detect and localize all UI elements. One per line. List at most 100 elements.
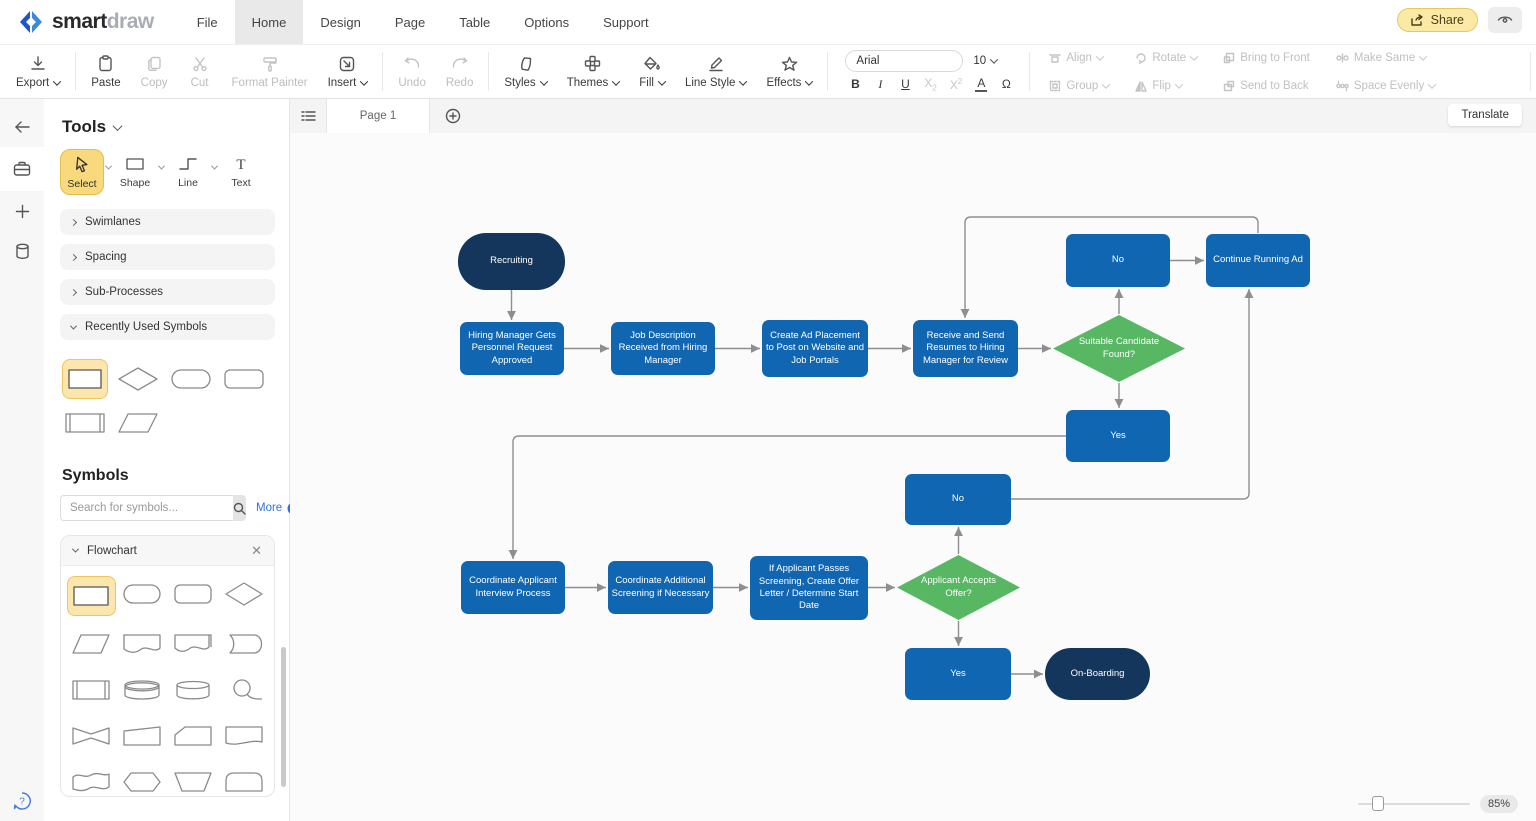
node-coordinate-screening[interactable]: Coordinate Additional Screening if Neces… (608, 561, 713, 614)
palette-collapse-chevron[interactable] (71, 545, 80, 553)
palette-close-icon[interactable]: ✕ (251, 542, 262, 558)
palette-predefined-process[interactable] (67, 672, 116, 708)
paste-button[interactable]: Paste (81, 45, 130, 98)
palette-flag[interactable] (67, 764, 116, 796)
font-family-input[interactable] (845, 50, 964, 73)
palette-preparation[interactable] (118, 764, 167, 796)
send-to-back-button[interactable]: Send to Back (1223, 73, 1310, 98)
redo-button[interactable]: Redo (436, 45, 484, 98)
menu-home[interactable]: Home (234, 0, 304, 44)
menu-design[interactable]: Design (320, 14, 361, 30)
palette-card[interactable] (169, 718, 218, 754)
themes-button[interactable]: Themes (557, 45, 630, 98)
translate-button[interactable]: Translate (1448, 104, 1522, 126)
menu-table[interactable]: Table (459, 14, 491, 30)
palette-manual-operation[interactable] (118, 718, 167, 754)
menu-options[interactable]: Options (524, 14, 570, 30)
format-painter-button[interactable]: Format Painter (222, 45, 318, 98)
node-job-description[interactable]: Job Description Received from Hiring Man… (611, 322, 715, 375)
palette-diamond[interactable] (219, 576, 268, 612)
bold-button[interactable]: B (851, 77, 860, 92)
export-button[interactable]: Export (6, 45, 70, 98)
symbol-terminator[interactable] (168, 359, 214, 399)
rotate-button[interactable]: Rotate (1135, 45, 1199, 70)
text-tool[interactable]: T Text (231, 157, 251, 189)
node-create-ad[interactable]: Create Ad Placement to Post on Website a… (762, 320, 868, 377)
node-receive-resumes[interactable]: Receive and Send Resumes to Hiring Manag… (913, 320, 1018, 377)
zoom-slider[interactable] (1357, 796, 1470, 811)
node-applicant-accepts-offer[interactable] (897, 555, 1020, 620)
subscript-button[interactable]: X2 (924, 76, 937, 93)
zoom-slider-handle[interactable] (1371, 796, 1384, 811)
insert-button[interactable]: Insert (318, 45, 378, 98)
page-tab[interactable]: Page 1 (326, 99, 430, 133)
line-style-button[interactable]: Line Style (675, 45, 757, 98)
font-size-select[interactable]: 10 (969, 55, 1001, 67)
panel-scrollbar[interactable] (281, 647, 286, 787)
node-coordinate-interview[interactable]: Coordinate Applicant Interview Process (461, 561, 565, 614)
palette-collate[interactable] (67, 718, 116, 754)
undo-button[interactable]: Undo (388, 45, 436, 98)
fill-button[interactable]: Fill (629, 45, 675, 98)
palette-punched-card[interactable] (219, 718, 268, 754)
node-continue-running-ad[interactable]: Continue Running Ad (1206, 234, 1310, 287)
node-yes-lower[interactable]: Yes (905, 648, 1011, 700)
collapse-panel-button[interactable] (0, 107, 44, 147)
symbol-predefined-process[interactable] (62, 403, 108, 443)
underline-button[interactable]: U (901, 77, 910, 92)
font-color-button[interactable]: A (975, 75, 988, 92)
palette-parallelogram[interactable] (67, 626, 116, 662)
node-no-upper[interactable]: No (1066, 234, 1170, 287)
menu-support[interactable]: Support (603, 14, 649, 30)
symbol-rectangle[interactable] (62, 359, 108, 399)
data-rail-button[interactable] (0, 231, 44, 271)
share-button[interactable]: Share (1396, 8, 1478, 32)
palette-document[interactable] (118, 626, 167, 662)
node-recruiting[interactable]: Recruiting (458, 233, 565, 290)
cut-button[interactable]: Cut (178, 45, 222, 98)
palette-half-rounded[interactable] (219, 764, 268, 796)
palette-direct-data[interactable] (118, 672, 167, 708)
group-button[interactable]: Group (1049, 73, 1111, 98)
line-tool[interactable]: Line (166, 149, 210, 193)
node-yes-upper[interactable]: Yes (1066, 410, 1170, 462)
help-button[interactable]: ? (0, 791, 44, 811)
select-tool-dropdown[interactable] (104, 157, 113, 175)
palette-loop-limit[interactable] (219, 672, 268, 708)
flip-button[interactable]: Flip (1135, 73, 1197, 98)
palette-rectangle[interactable] (67, 576, 116, 616)
add-page-button[interactable] (430, 99, 476, 133)
section-spacing[interactable]: Spacing (60, 244, 275, 270)
toolbox-rail-button[interactable] (0, 147, 44, 191)
menu-file[interactable]: File (196, 14, 218, 30)
styles-button[interactable]: Styles (494, 45, 556, 98)
palette-terminator[interactable] (118, 576, 167, 612)
symbol-diamond[interactable] (115, 359, 161, 399)
palette-multi-document[interactable] (169, 626, 218, 662)
symbol-search-button[interactable] (233, 495, 246, 521)
node-no-lower[interactable]: No (905, 474, 1011, 525)
menu-page[interactable]: Page (394, 14, 426, 30)
add-rail-button[interactable] (0, 191, 44, 231)
italic-button[interactable]: I (878, 76, 883, 91)
superscript-button[interactable]: X2 (949, 76, 963, 92)
make-same-button[interactable]: Make Same (1336, 45, 1435, 70)
select-tool[interactable]: Select (60, 149, 104, 195)
space-evenly-button[interactable]: Space Evenly (1336, 73, 1437, 98)
palette-manual-input[interactable] (169, 764, 218, 796)
effects-button[interactable]: Effects (756, 45, 822, 98)
node-onboarding[interactable]: On-Boarding (1045, 648, 1150, 700)
palette-rounded-rectangle[interactable] (169, 576, 218, 612)
node-offer-letter[interactable]: If Applicant Passes Screening, Create Of… (750, 556, 868, 620)
copy-button[interactable]: Copy (131, 45, 178, 98)
line-tool-dropdown[interactable] (210, 157, 219, 175)
node-hiring-manager[interactable]: Hiring Manager Gets Personnel Request Ap… (460, 322, 564, 375)
page-list-button[interactable] (290, 99, 326, 133)
tools-panel-title[interactable]: Tools (62, 117, 275, 137)
palette-delay[interactable] (219, 626, 268, 662)
shape-tool-dropdown[interactable] (157, 157, 166, 175)
shape-tool[interactable]: Shape (113, 149, 157, 193)
palette-stored-data[interactable] (169, 672, 218, 708)
bring-to-front-button[interactable]: Bring to Front (1223, 45, 1310, 70)
symbol-rounded-rectangle[interactable] (221, 359, 267, 399)
